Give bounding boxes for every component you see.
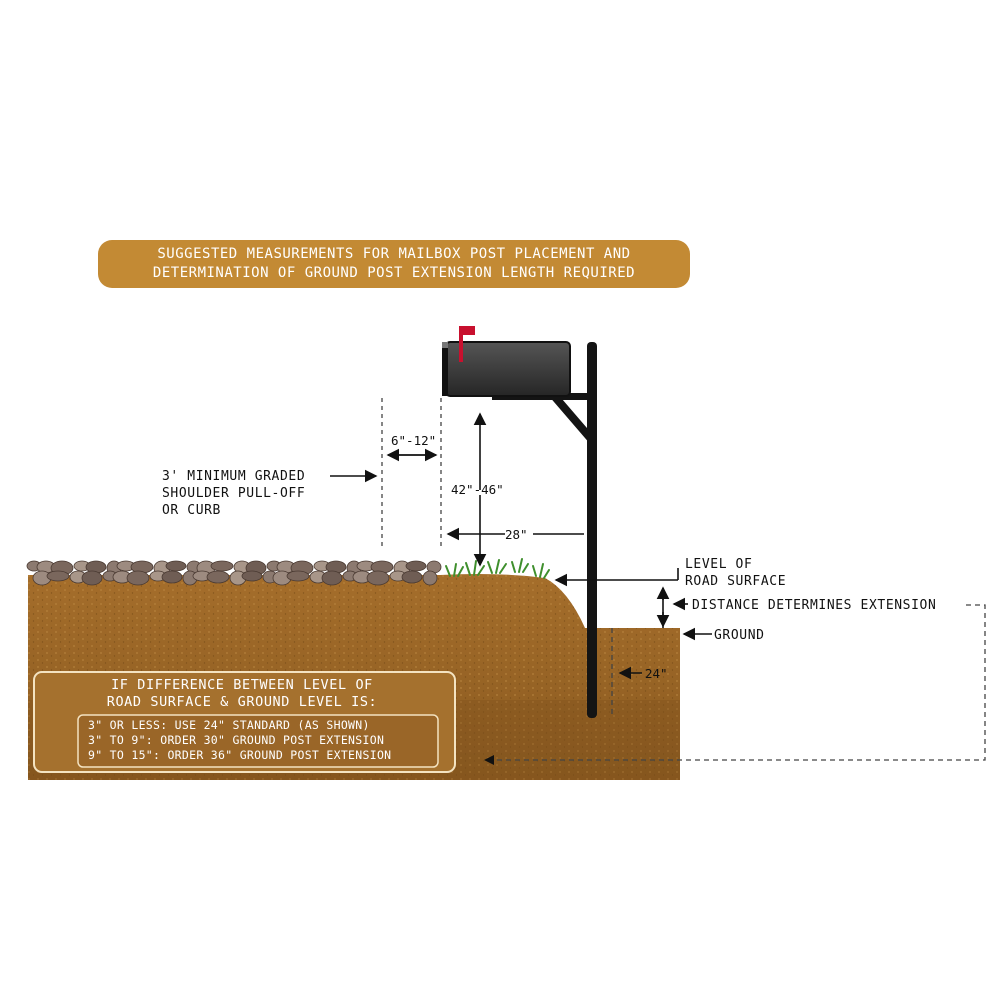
stone xyxy=(286,570,310,582)
info-rule-3: 9" TO 15": ORDER 36" GROUND POST EXTENSI… xyxy=(88,748,392,762)
height-dimension: 42"-46" xyxy=(451,482,504,497)
info-rule-1: 3" OR LESS: USE 24" STANDARD (AS SHOWN) xyxy=(88,718,370,732)
depth-dimension: 24" xyxy=(645,666,668,681)
stone xyxy=(81,570,103,586)
setback-guide-lines xyxy=(381,398,442,550)
grass-tufts xyxy=(445,558,550,579)
setback-dimension: 6"-12" xyxy=(391,433,437,448)
info-box-title: IF DIFFERENCE BETWEEN LEVEL OF ROAD SURF… xyxy=(42,677,442,711)
stone xyxy=(165,560,187,572)
stone xyxy=(321,570,343,586)
road-level-label: LEVEL OF ROAD SURFACE xyxy=(685,556,786,590)
road-level-label-line-1: LEVEL OF xyxy=(685,557,753,572)
extension-guide-lines xyxy=(484,604,986,761)
stone xyxy=(405,560,427,572)
info-title-line-2: ROAD SURFACE & GROUND LEVEL IS: xyxy=(106,694,378,710)
shoulder-label-line-2: SHOULDER PULL-OFF xyxy=(162,486,306,501)
ground-label: GROUND xyxy=(714,628,765,643)
stone xyxy=(401,570,423,584)
stone xyxy=(206,570,230,584)
shoulder-label: 3' MINIMUM GRADED SHOULDER PULL-OFF OR C… xyxy=(162,468,305,519)
stone xyxy=(422,570,438,586)
title-banner: SUGGESTED MEASUREMENTS FOR MAILBOX POST … xyxy=(98,240,690,288)
road-level-label-line-2: ROAD SURFACE xyxy=(685,574,787,589)
title-line-2: DETERMINATION OF GROUND POST EXTENSION L… xyxy=(152,265,636,281)
stone xyxy=(241,570,263,582)
stone xyxy=(126,570,150,586)
mailbox xyxy=(442,341,571,397)
shoulder-label-line-3: OR CURB xyxy=(162,503,221,518)
dimension-arrows xyxy=(330,412,712,680)
info-title-line-1: IF DIFFERENCE BETWEEN LEVEL OF xyxy=(111,677,373,693)
gravel-stones xyxy=(26,560,442,586)
stone xyxy=(210,560,234,572)
extension-arrow-head xyxy=(484,755,494,765)
stone xyxy=(366,570,390,586)
info-box-frame xyxy=(33,671,456,773)
shoulder-label-line-1: 3' MINIMUM GRADED xyxy=(162,469,306,484)
info-rule-2: 3" TO 9": ORDER 30" GROUND POST EXTENSIO… xyxy=(88,733,385,747)
stone xyxy=(161,570,183,584)
offset-dimension: 28" xyxy=(505,527,528,542)
distance-label: DISTANCE DETERMINES EXTENSION xyxy=(692,598,937,613)
title-line-1: SUGGESTED MEASUREMENTS FOR MAILBOX POST … xyxy=(157,246,631,262)
stone xyxy=(46,570,70,582)
mailbox-flag xyxy=(459,326,475,362)
